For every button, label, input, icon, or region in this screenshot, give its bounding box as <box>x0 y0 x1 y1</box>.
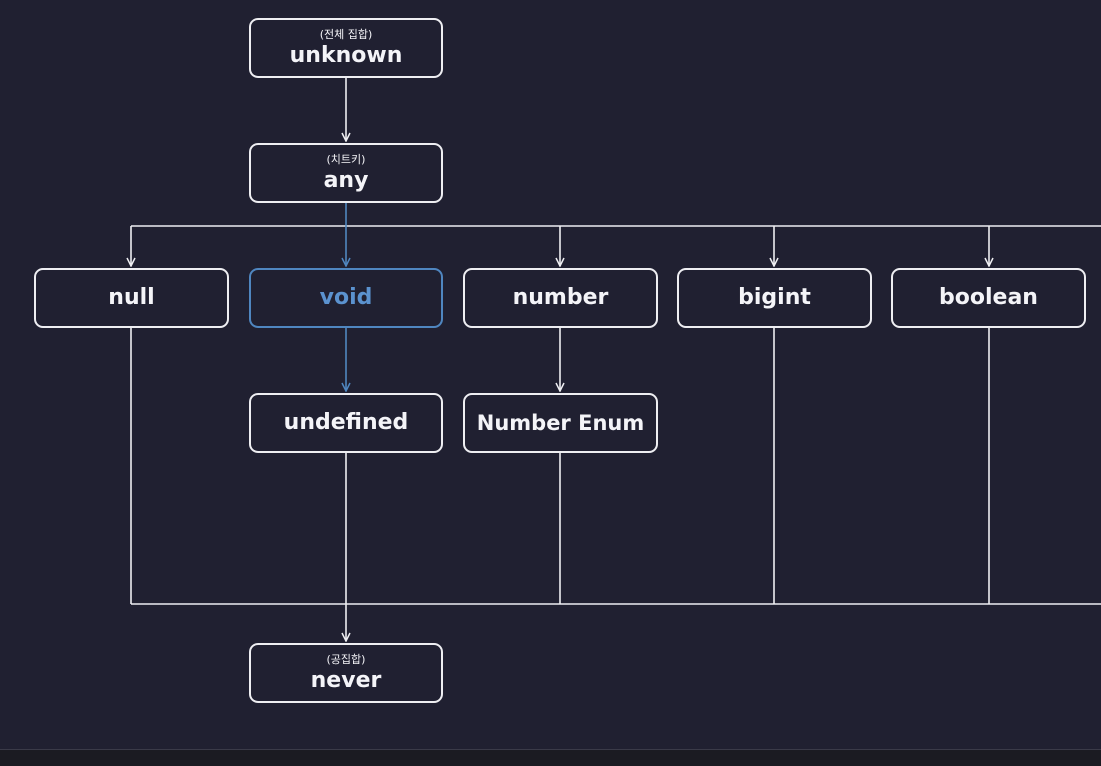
node-number: number <box>463 268 658 328</box>
node-undefined-label: undefined <box>283 410 409 435</box>
node-bigint: bigint <box>677 268 872 328</box>
node-null-label: null <box>108 285 155 310</box>
node-never-label: never <box>310 667 382 693</box>
bottom-bar <box>0 749 1101 766</box>
node-unknown: (전체 집합) unknown <box>249 18 443 78</box>
node-bigint-label: bigint <box>738 285 811 310</box>
node-never-subtitle: (공집합) <box>326 652 366 666</box>
node-boolean: boolean <box>891 268 1086 328</box>
node-any: (치트키) any <box>249 143 443 203</box>
node-any-label: any <box>323 167 369 193</box>
node-number-enum: Number Enum <box>463 393 658 453</box>
node-never: (공집합) never <box>249 643 443 703</box>
node-boolean-label: boolean <box>939 285 1038 310</box>
node-unknown-subtitle: (전체 집합) <box>319 27 373 41</box>
node-void: void <box>249 268 443 328</box>
node-void-label: void <box>319 285 373 310</box>
node-null: null <box>34 268 229 328</box>
node-unknown-label: unknown <box>289 42 403 68</box>
node-any-subtitle: (치트키) <box>326 152 366 166</box>
node-number-label: number <box>512 285 609 310</box>
node-number-enum-label: Number Enum <box>476 411 645 435</box>
node-undefined: undefined <box>249 393 443 453</box>
